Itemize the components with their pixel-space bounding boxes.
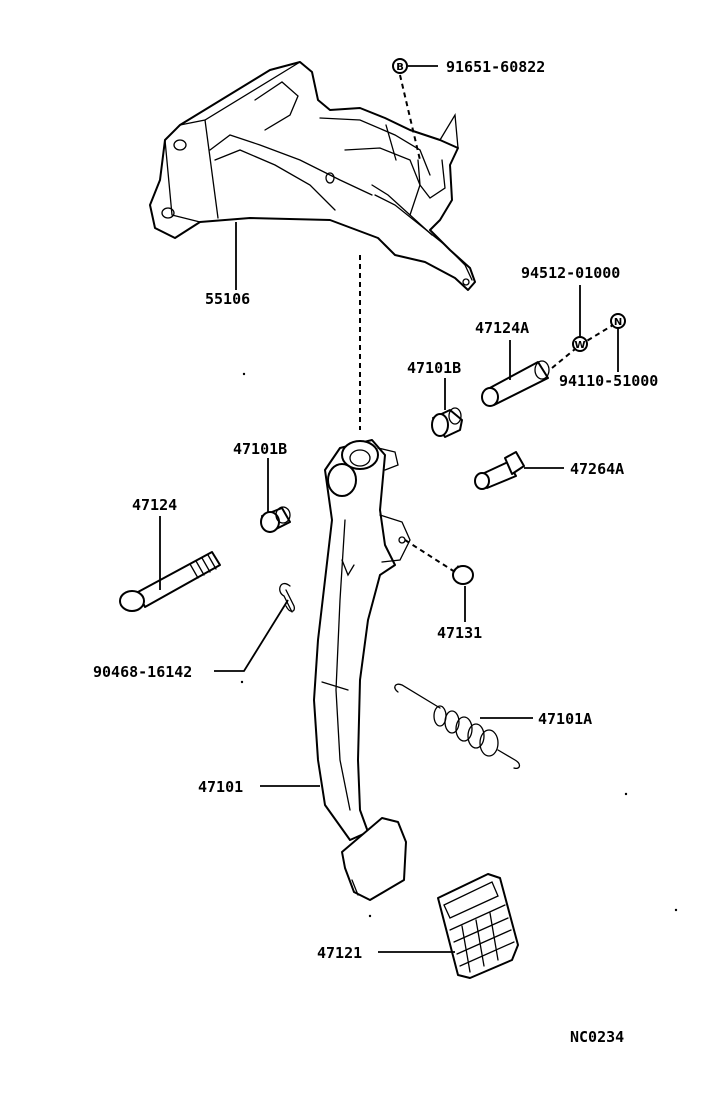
- washer-badge-text: W: [574, 340, 585, 351]
- pivot-bolt: [119, 551, 221, 612]
- speck: [624, 792, 628, 796]
- label-bushing-left: 47101B: [233, 440, 287, 458]
- label-pin: 47124A: [475, 319, 529, 337]
- bushing-right: [431, 407, 463, 438]
- figure-code: NC0234: [570, 1028, 624, 1046]
- label-nut-top: 91651-60822: [446, 58, 545, 76]
- label-clip: 90468-16142: [93, 663, 192, 681]
- clip: [279, 582, 296, 613]
- pedal-pad: [437, 873, 519, 979]
- pedal-cushion: [452, 565, 474, 585]
- label-spring: 47101A: [538, 710, 592, 728]
- stopper-bolt: [474, 451, 525, 490]
- label-cushion: 47131: [437, 624, 482, 642]
- label-washer: 94512-01000: [521, 264, 620, 282]
- label-bushing-right: 47101B: [407, 359, 461, 377]
- label-nut-n: 94110-51000: [559, 372, 658, 390]
- nut-top-badge: B: [392, 58, 408, 74]
- label-bolt: 47124: [132, 496, 177, 514]
- label-pedal: 47101: [198, 778, 243, 796]
- nut-n-badge: N: [610, 313, 626, 329]
- nut-n-badge-text: N: [614, 317, 622, 328]
- brake-pedal-arm: [313, 439, 411, 901]
- speck: [242, 372, 246, 376]
- cushion-dash: [404, 539, 456, 573]
- return-spring: [394, 683, 521, 770]
- speck: [674, 908, 678, 912]
- leader-clip: [214, 599, 289, 672]
- label-pad: 47121: [317, 944, 362, 962]
- bushing-left: [260, 506, 291, 533]
- nut-top-dash: [399, 74, 421, 161]
- label-bracket: 55106: [205, 290, 250, 308]
- pedal-pin: [481, 360, 550, 407]
- washer-badge: W: [572, 336, 588, 352]
- label-bolt-stopper: 47264A: [570, 460, 624, 478]
- nut-top-badge-text: B: [396, 62, 404, 73]
- speck: [240, 680, 244, 684]
- speck: [368, 914, 372, 918]
- pedal-bracket: [149, 61, 476, 291]
